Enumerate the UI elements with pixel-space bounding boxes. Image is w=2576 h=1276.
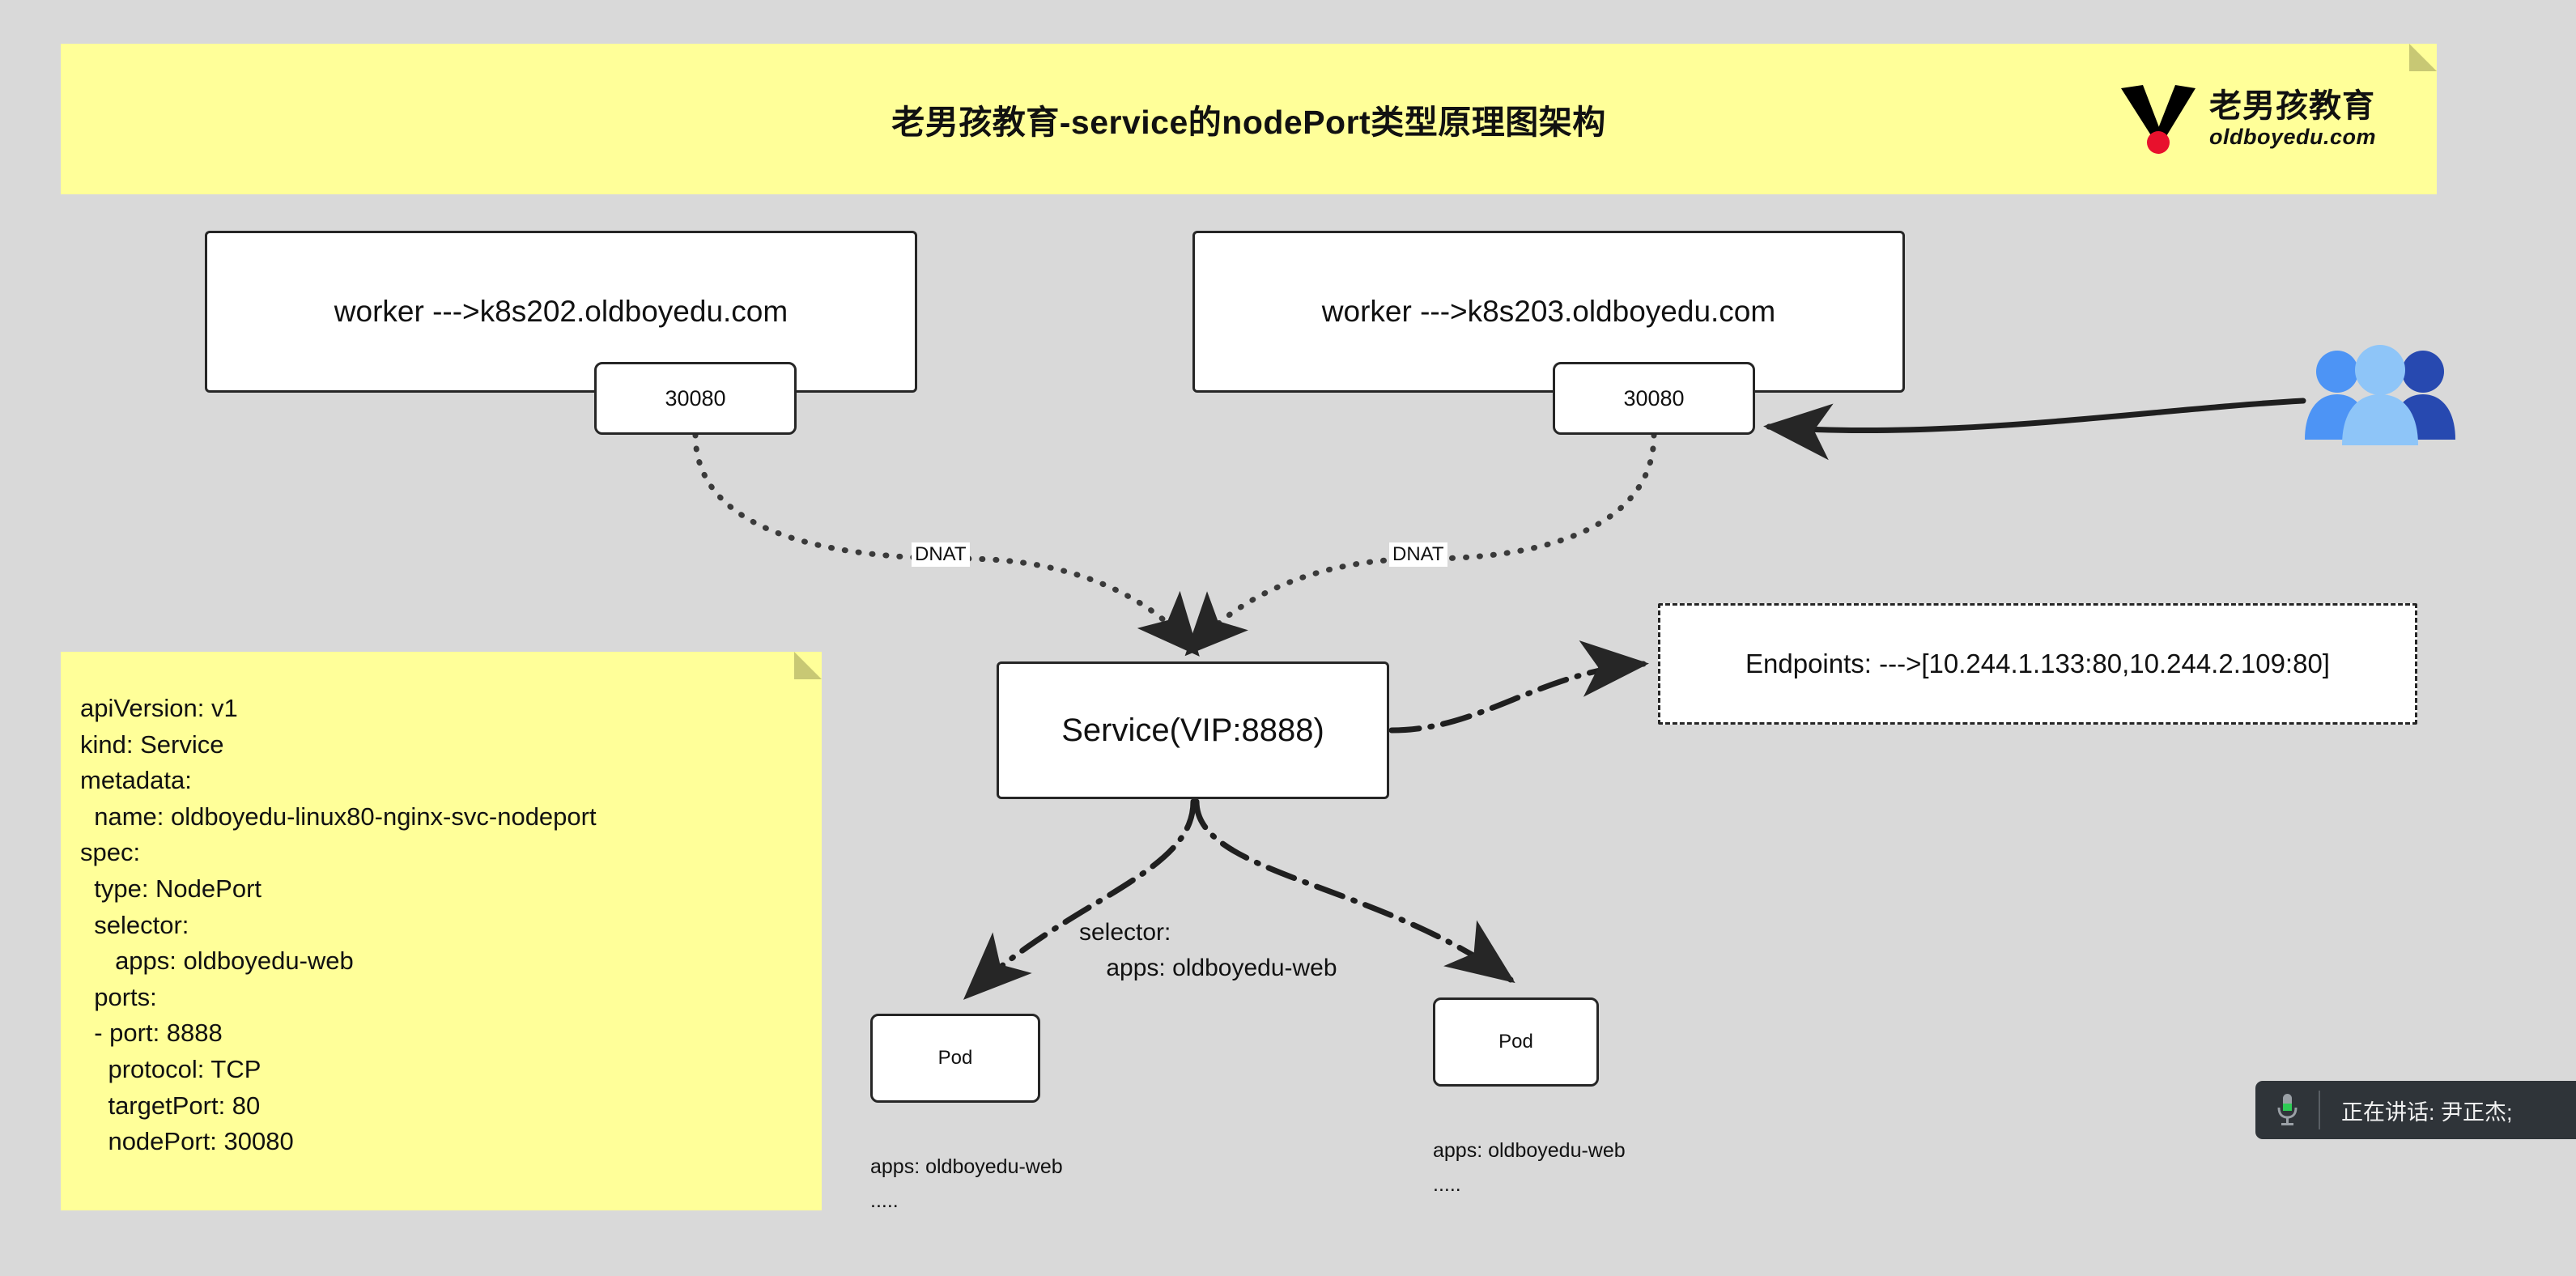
logo-en-text: oldboyedu.com — [2208, 125, 2376, 149]
v-check-logo-icon — [2119, 83, 2198, 155]
edge-dnat-left — [692, 432, 1200, 657]
oldboyedu-logo: 老男孩教育 oldboyedu.com — [2119, 83, 2376, 155]
bar-divider — [2319, 1091, 2320, 1129]
header-banner: 老男孩教育-service的nodePort类型原理图架构 老男孩教育 oldb… — [61, 44, 2437, 194]
service-vip-label: Service(VIP:8888) — [1061, 712, 1324, 748]
worker-node-k8s203[interactable]: worker --->k8s203.oldboyedu.com — [1192, 231, 1905, 393]
service-yaml-note: apiVersion: v1 kind: Service metadata: n… — [61, 652, 822, 1210]
pod-box-right[interactable]: Pod — [1433, 997, 1599, 1087]
speaking-status-bar[interactable]: 正在讲话: 尹正杰; — [2255, 1081, 2576, 1139]
logo-cn-text: 老男孩教育 — [2208, 88, 2375, 124]
pod-right-caption: apps: oldboyedu-web ..... — [1433, 1139, 1626, 1196]
nodeport-right-label: 30080 — [1623, 385, 1685, 410]
endpoints-label: Endpoints: --->[10.244.1.133:80,10.244.2… — [1745, 649, 2330, 678]
note-fold-corner — [794, 652, 822, 679]
nodeport-left-label: 30080 — [665, 385, 726, 410]
dnat-label-left: DNAT — [912, 542, 970, 567]
microphone-icon[interactable] — [2255, 1092, 2319, 1128]
service-yaml-text: apiVersion: v1 kind: Service metadata: n… — [80, 694, 597, 1156]
nodeport-box-left[interactable]: 30080 — [594, 362, 797, 435]
selector-annotation: selector: apps: oldboyedu-web — [1079, 919, 1337, 981]
dnat-label-right: DNAT — [1389, 542, 1447, 567]
worker-node-k8s202-label: worker --->k8s202.oldboyedu.com — [334, 295, 789, 328]
endpoints-box[interactable]: Endpoints: --->[10.244.1.133:80,10.244.2… — [1658, 603, 2417, 725]
pod-left-caption: apps: oldboyedu-web ..... — [870, 1155, 1063, 1212]
users-group-icon — [2303, 344, 2457, 445]
nodeport-box-right[interactable]: 30080 — [1553, 362, 1755, 435]
service-vip-box[interactable]: Service(VIP:8888) — [997, 661, 1389, 799]
pod-box-left[interactable]: Pod — [870, 1014, 1040, 1103]
page-title: 老男孩教育-service的nodePort类型原理图架构 — [891, 104, 1606, 141]
edge-dnat-right — [1184, 432, 1657, 657]
worker-node-k8s202[interactable]: worker --->k8s202.oldboyedu.com — [205, 231, 917, 393]
edge-service-to-endpoints — [1388, 640, 1649, 734]
edge-users-to-nodeport — [1763, 398, 2306, 461]
speaking-status-text: 正在讲话: 尹正杰; — [2341, 1099, 2513, 1125]
worker-node-k8s203-label: worker --->k8s203.oldboyedu.com — [1321, 295, 1776, 328]
pod-right-label: Pod — [1498, 1031, 1533, 1053]
logo-wordmark: 老男孩教育 oldboyedu.com — [2209, 90, 2376, 148]
pod-left-label: Pod — [937, 1047, 973, 1069]
